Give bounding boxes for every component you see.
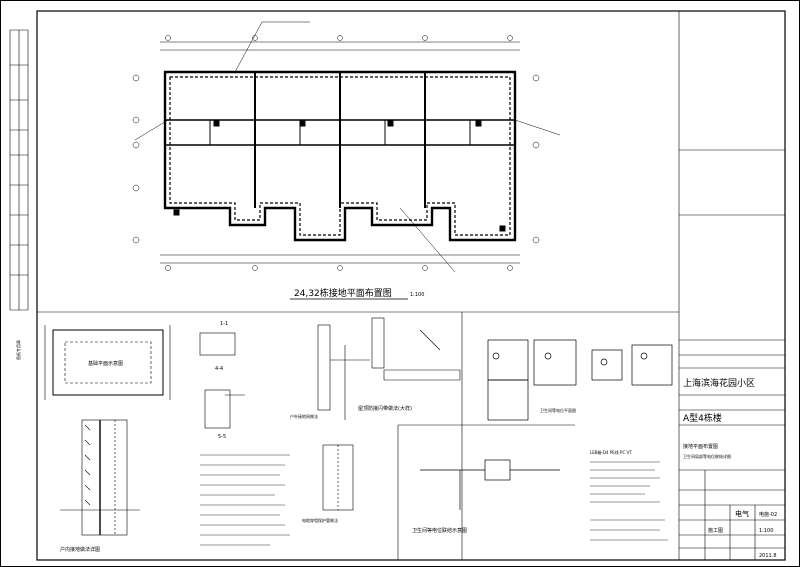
- scale-value: 1:100: [759, 528, 773, 534]
- frame-border: [36, 10, 786, 561]
- plan-title: 24,32栋接地平面布置图: [294, 287, 392, 299]
- bath-plans-label: 卫生间等电位平面图: [540, 407, 576, 413]
- section-1-1: 1-1: [220, 321, 228, 327]
- drawing-number: 电施-02: [759, 511, 777, 518]
- floor-plan: [132, 21, 561, 273]
- detail-sections-small: [199, 332, 245, 429]
- detail-equipotential: [420, 459, 560, 510]
- detail-left-section: [60, 419, 140, 536]
- binding-strip: [9, 29, 29, 311]
- plan-scale: 1:100: [410, 292, 424, 298]
- spec-lines: [590, 461, 668, 541]
- foundation-label: 基础平面示意图: [88, 360, 123, 367]
- wall-label: 户外接地网做法: [290, 413, 318, 419]
- date: 2011.8: [759, 553, 777, 559]
- roof-label: 屋顶防接闪带做法(大样): [358, 405, 412, 412]
- project-name: 上海滨海花园小区: [683, 377, 755, 389]
- side-note: 图纸专用章: [15, 340, 21, 360]
- detail-foundation: [44, 325, 171, 400]
- title-block: [678, 11, 785, 560]
- notes-block: [200, 454, 290, 546]
- cable-label: 电缆穿墙保护管做法: [302, 517, 338, 523]
- spec-label: LEB箱-D4 PE线 PC VT: [590, 449, 632, 455]
- section-4-4: 4-4: [215, 366, 223, 372]
- building-name: A型4栋楼: [683, 412, 722, 424]
- detail-roof: [371, 317, 461, 381]
- detail-cable: [322, 444, 354, 511]
- stage: 施工图: [708, 527, 723, 534]
- drawing-name: 接地平面布置图: [683, 443, 718, 450]
- left-bottom-label: 户内接地做法详图: [60, 546, 100, 553]
- drawing-sub: 卫生间局部等电位联结详图: [683, 453, 731, 459]
- detail-bath-plans: [487, 339, 673, 421]
- section-5-5: 5-5: [218, 434, 226, 440]
- bath-label: 卫生间等电位联结示意图: [412, 527, 467, 534]
- discipline: 电气: [735, 509, 749, 518]
- detail-wall: [317, 324, 370, 420]
